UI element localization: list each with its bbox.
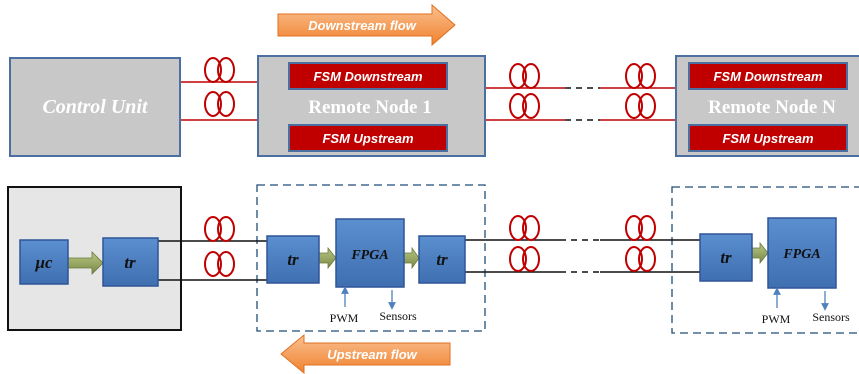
nodeN-fpga-label: FPGA	[782, 247, 820, 262]
node1-fsm-downstream-label: FSM Downstream	[313, 69, 423, 84]
node1-fpga-label: FPGA	[350, 248, 388, 263]
downstream-flow-label: Downstream flow	[308, 18, 417, 33]
node1-tr-out-block: tr	[418, 235, 466, 284]
nodeN-fsm-downstream	[688, 62, 848, 90]
downstream-flow-arrow: Downstream flow	[277, 3, 456, 47]
mc-block: μc	[19, 239, 69, 285]
bottom-fiber-coils	[204, 215, 656, 277]
node1-pwm-label: PWM	[330, 311, 359, 325]
node1-tr-out-label: tr	[436, 250, 448, 269]
node1-tr-in-block: tr	[266, 235, 320, 284]
control-unit-box: Control Unit	[9, 57, 181, 157]
nodeN-sensors-label: Sensors	[812, 310, 850, 324]
node1-title: Remote Node 1	[308, 97, 431, 118]
nodeN-fsm-upstream	[688, 124, 848, 152]
node1-fpga-block: FPGA	[335, 218, 405, 288]
mc-label: μc	[35, 253, 53, 272]
nodeN-tr-block: tr	[699, 233, 753, 282]
upstream-flow-label: Upstream flow	[327, 347, 417, 362]
nodeN-fsm-downstream-label: FSM Downstream	[713, 69, 823, 84]
nodeN-fpga-block: FPGA	[767, 217, 837, 289]
nodeN-title: Remote Node N	[708, 97, 836, 118]
nodeN-fsm-upstream-label: FSM Upstream	[722, 131, 813, 146]
controller-tr-label: tr	[124, 253, 136, 272]
process-arrows	[67, 241, 769, 275]
top-fiber-lines	[180, 81, 676, 121]
upstream-flow-arrow: Upstream flow	[280, 333, 451, 374]
node1-tr-in-label: tr	[287, 250, 299, 269]
node1-fsm-upstream	[288, 124, 448, 152]
nodeN-pwm-label: PWM	[762, 312, 791, 326]
top-fiber-coils	[204, 57, 656, 119]
remote-node-1-box: FSM Downstream Remote Node 1 FSM Upstrea…	[257, 55, 486, 157]
node1-sensors-label: Sensors	[379, 309, 417, 323]
control-unit-label: Control Unit	[42, 96, 148, 118]
node1-fsm-downstream	[288, 62, 448, 90]
nodeN-tr-label: tr	[720, 248, 732, 267]
node1-fsm-upstream-label: FSM Upstream	[322, 131, 413, 146]
nodeN-dashed-boundary	[671, 186, 859, 334]
controller-tr-block: tr	[102, 237, 159, 287]
node1-dashed-boundary	[256, 184, 486, 332]
remote-node-n-box: FSM Downstream Remote Node N FSM Upstrea…	[675, 55, 859, 157]
